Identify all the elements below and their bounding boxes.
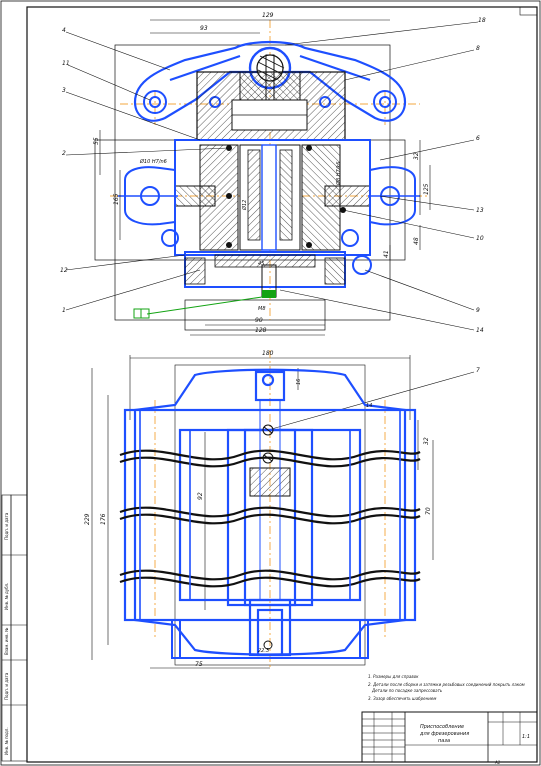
pos-13: 13: [476, 207, 484, 214]
dim-165: 165: [113, 193, 120, 205]
dim-14: 14: [366, 403, 372, 409]
dim-48: 48: [413, 237, 420, 245]
clamp-lever: [133, 40, 407, 122]
dim-fit2: Ø8 H7/k6: [335, 162, 342, 186]
stamp-3: Взам. инв. №: [4, 628, 9, 655]
side-stamp: Подп. и дата Инв. № дубл. Взам. инв. № П…: [4, 512, 9, 755]
dim-fit: Ø10 H7/n6: [139, 158, 167, 165]
note-3: Детали по посадке запрессовать: [371, 688, 443, 693]
leader-lines: [65, 21, 479, 431]
dim-93: 93: [200, 25, 208, 32]
dim-125: 125: [423, 183, 430, 195]
bottom-view-axes: [154, 350, 386, 670]
dim-45: 45: [258, 261, 264, 267]
dim-90: 90: [255, 317, 263, 324]
dim-m: M8: [258, 306, 266, 312]
dim-75: 75: [195, 661, 203, 668]
note-4: 3. Зазор обеспечить шабрением: [368, 696, 436, 701]
plan-inner-lines: [139, 410, 401, 620]
dim-92: 92: [197, 492, 204, 500]
break-lines: [119, 449, 421, 588]
pos-11: 11: [62, 60, 70, 67]
dim-229: 229: [84, 513, 91, 525]
stamp-2: Инв. № дубл.: [4, 583, 9, 610]
note-2: 2. Детали после сборки и затяжки резьбов…: [368, 682, 525, 687]
dim-55: 55: [93, 137, 100, 145]
pos-4: 4: [62, 27, 66, 34]
pos-7: 7: [476, 367, 480, 374]
dim-180: 180: [262, 350, 274, 357]
fixture-body: [118, 139, 420, 256]
bottom-view: 180 229 176 92 75 32 70 16 14 22.3: [84, 350, 434, 670]
center-strip: [249, 400, 291, 650]
top-dim-lines: [99, 19, 431, 336]
dim-128: 128: [255, 327, 267, 334]
base-plate: [184, 251, 346, 298]
position-numbers: 18 4 8 11 3 6 2 13 10 7 12 1 9 14: [60, 17, 486, 374]
pos-6: 6: [476, 135, 480, 142]
dim-phi: Ø12: [241, 200, 248, 211]
pos-2: 2: [62, 150, 66, 157]
dim-22-3: 22.3: [258, 648, 269, 654]
dim-129: 129: [262, 12, 274, 19]
pos-3: 3: [62, 87, 66, 94]
pos-9: 9: [476, 307, 480, 314]
dim-32: 32: [413, 152, 420, 160]
title-block: [361, 711, 538, 763]
title-name-3: паза: [438, 738, 450, 744]
stamp-4: Подп. и дата: [4, 672, 9, 700]
pos-1: 1: [62, 307, 66, 314]
title-name-2: для фрезерования: [419, 731, 469, 737]
dim-16: 16: [296, 379, 302, 385]
note-1: 1. Размеры для справок: [368, 674, 419, 679]
pos-18: 18: [478, 17, 486, 24]
stamp-1: Подп. и дата: [4, 512, 9, 540]
dim-41: 41: [383, 250, 390, 258]
pos-10: 10: [476, 235, 484, 242]
title-scale: 1:1: [522, 734, 530, 740]
dim-176: 176: [100, 513, 107, 525]
green-callout: [133, 296, 263, 319]
plan-feet: [171, 619, 369, 659]
pos-14: 14: [476, 327, 484, 334]
title-format: A1: [494, 760, 500, 765]
dim-70: 70: [425, 507, 432, 515]
stamp-5: Инв. № подл.: [4, 727, 9, 755]
dim-32b: 32: [423, 437, 430, 445]
pos-8: 8: [476, 45, 480, 52]
title-name-1: Приспособление: [420, 724, 464, 730]
technical-notes: 1. Размеры для справок 2. Детали после с…: [368, 674, 525, 701]
pos-12: 12: [60, 267, 68, 274]
central-block: [196, 71, 346, 141]
